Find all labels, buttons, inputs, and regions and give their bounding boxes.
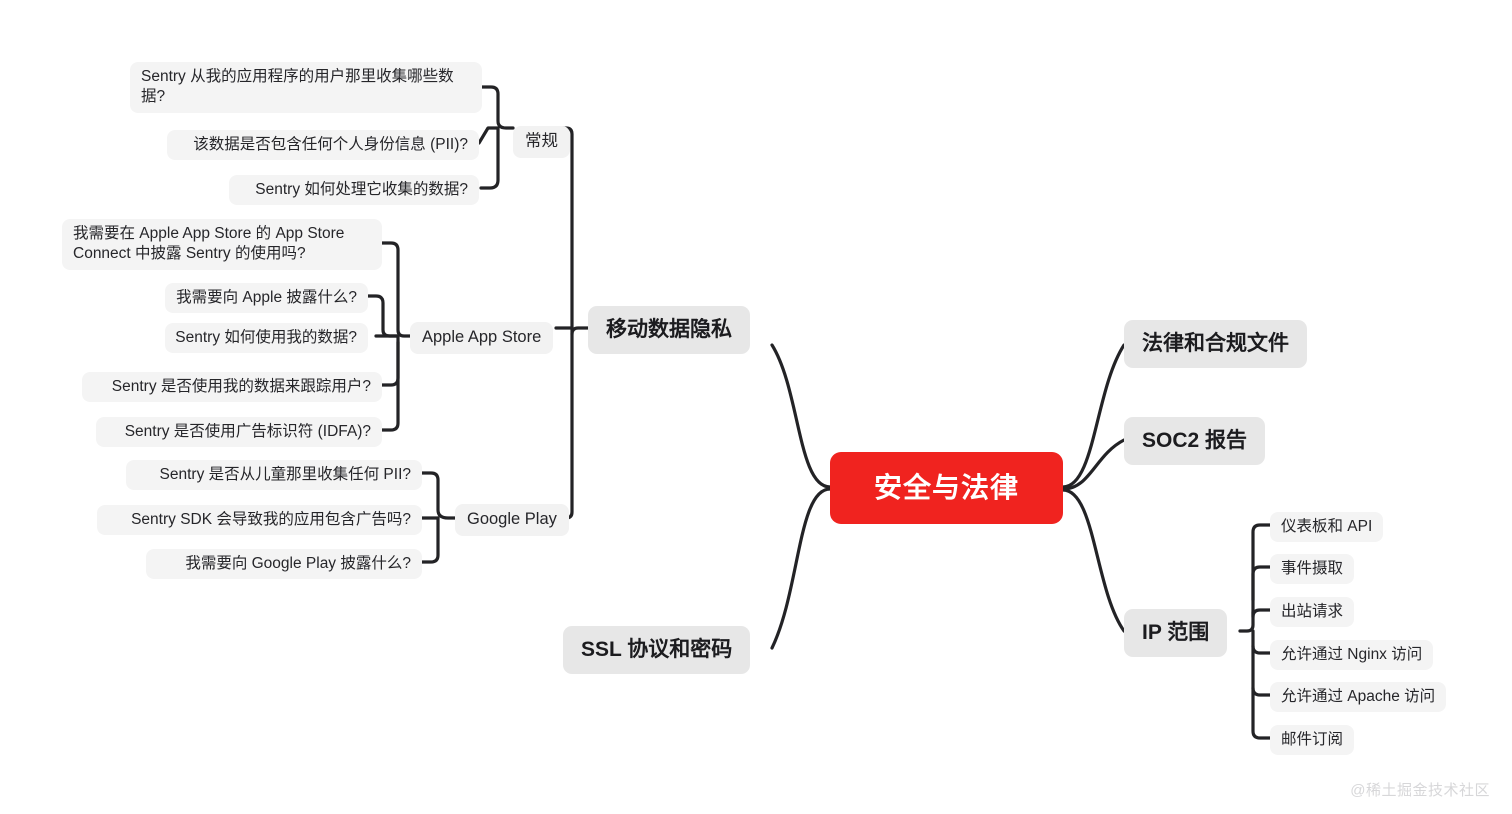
leaf-ip-5[interactable]: 允许通过 Apache 访问 [1270, 682, 1447, 713]
leaf-general-3[interactable]: Sentry 如何处理它收集的数据? [229, 175, 479, 206]
leaf-googleplay-3[interactable]: 我需要向 Google Play 披露什么? [146, 549, 422, 580]
leaf-ip-2[interactable]: 事件摄取 [1270, 554, 1355, 585]
leaf-ip-1[interactable]: 仪表板和 API [1270, 512, 1384, 543]
branch-legal-compliance-docs[interactable]: 法律和合规文件 [1124, 320, 1307, 368]
leaf-googleplay-1[interactable]: Sentry 是否从儿童那里收集任何 PII? [126, 460, 422, 491]
leaf-general-2[interactable]: 该数据是否包含任何个人身份信息 (PII)? [167, 130, 479, 161]
leaf-apple-5[interactable]: Sentry 是否使用广告标识符 (IDFA)? [96, 417, 382, 448]
branch-soc2-report[interactable]: SOC2 报告 [1124, 417, 1266, 465]
leaf-ip-4[interactable]: 允许通过 Nginx 访问 [1270, 640, 1434, 671]
leaf-apple-3[interactable]: Sentry 如何使用我的数据? [165, 323, 368, 354]
leaf-general-1[interactable]: Sentry 从我的应用程序的用户那里收集哪些数据? [130, 62, 482, 113]
branch-ip-ranges[interactable]: IP 范围 [1124, 609, 1228, 657]
leaf-googleplay-2[interactable]: Sentry SDK 会导致我的应用包含广告吗? [97, 505, 422, 536]
branch-mobile-data-privacy[interactable]: 移动数据隐私 [588, 306, 750, 354]
leaf-apple-2[interactable]: 我需要向 Apple 披露什么? [165, 283, 368, 314]
root-node[interactable]: 安全与法律 [830, 452, 1063, 524]
branch-ssl-protocols-ciphers[interactable]: SSL 协议和密码 [563, 626, 751, 674]
leaf-ip-3[interactable]: 出站请求 [1270, 597, 1355, 628]
watermark: @稀土掘金技术社区 [1350, 782, 1490, 799]
subbranch-google-play[interactable]: Google Play [455, 504, 569, 536]
subbranch-apple-app-store[interactable]: Apple App Store [410, 322, 554, 354]
leaf-apple-4[interactable]: Sentry 是否使用我的数据来跟踪用户? [82, 372, 382, 403]
subbranch-general[interactable]: 常规 [513, 126, 570, 158]
leaf-ip-6[interactable]: 邮件订阅 [1270, 725, 1355, 756]
leaf-apple-1[interactable]: 我需要在 Apple App Store 的 App Store Connect… [62, 219, 382, 270]
